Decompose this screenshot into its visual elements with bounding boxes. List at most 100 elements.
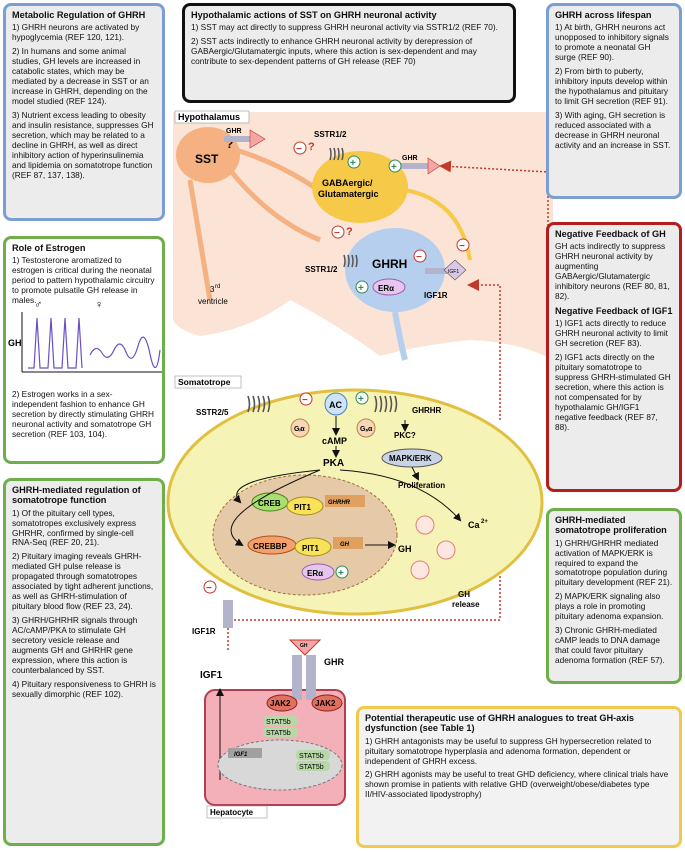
svg-text:+: + [358,283,364,294]
pit1-label-1: PIT1 [294,503,311,512]
therapeutic-p1: 1) GHRH antagonists may be useful to sup… [365,735,652,766]
feedback-title-igf1: Negative Feedback of IGF1 [555,306,673,317]
igf1-liver-label: IGF1 [200,670,223,681]
ghr-sst-label: GHR [226,128,242,135]
ghrh-label: GHRH [372,257,407,271]
igf1-gene-label: IGF1 [234,752,248,758]
svg-text:−: − [334,228,340,239]
svg-text:−: − [296,144,302,155]
igf1r-neuron-label: IGF1R [424,291,448,300]
hypothalamus-region: Hypothalamus SST ? GHR GABAergic/ Glutam… [173,110,553,361]
ac-label: AC [329,400,342,410]
pka-label: PKA [323,458,344,469]
sst-actions-title: Hypothalamic actions of SST on GHRH neur… [191,10,437,20]
ghrhr-label: GHRHR [412,406,442,415]
sst-actions-box: Hypothalamic actions of SST on GHRH neur… [182,3,516,103]
gh-release-label-2: release [452,600,480,609]
sstr25-label: SSTR2/5 [196,408,229,417]
igf1r-soma-label: IGF1R [192,627,216,636]
somatotrope-function-p3: 3) GHRH/GHRHR signals through AC/cAMP/PK… [12,615,138,675]
somatotrope-region: Somatotrope SSTR2/5 AC Gᵢα Gₛα − + GHRHR… [166,375,544,636]
svg-text:−: − [206,583,212,594]
lifespan-p2: 2) From birth to puberty, inhibitory inp… [555,66,669,106]
somatotrope-function-p4: 4) Pituitary responsiveness to GHRH is s… [12,678,156,699]
pit1-label-2: PIT1 [302,544,319,553]
sst-question: ? [226,137,233,151]
feedback-p3: 2) IGF1 acts directly on the pituitary s… [555,352,671,432]
proliferation-p2: 2) MAPK/ERK signaling also plays a role … [555,591,664,622]
therapeutic-title: Potential therapeutic use of GHRH analog… [365,713,635,734]
svg-text:+: + [358,394,364,405]
therapeutic-p2: 2) GHRH agonists may be useful to treat … [365,769,669,800]
svg-text:−: − [302,395,308,406]
gsa-label: Gₛα [360,426,373,433]
ghr-liver-label: GHR [324,657,345,667]
hypothalamus-label: Hypothalamus [178,112,240,122]
feedback-p2: 1) IGF1 acts directly to reduce GHRH neu… [555,318,668,349]
svg-text:+: + [391,162,397,173]
proliferation-title: GHRH-mediated somatotrope proliferation [555,515,667,536]
proliferation-p1: 1) GHRH/GHRHR mediated activation of MAP… [555,537,673,588]
somatotrope-function-p2: 2) Pituitary imaging reveals GHRH-mediat… [12,551,154,612]
gh-vesicle-label: GH [398,544,412,554]
ca-sup: 2+ [481,519,488,525]
metabolic-p1: 1) GHRH neurons are activated by hypogly… [12,22,140,43]
estrogen-box: Role of Estrogen 1) Testosterone aromati… [3,236,165,464]
ghr-gaba-label: GHR [402,155,418,162]
sstr12-gaba-label: SSTR1/2 [314,130,347,139]
gh-liver-label: GH [300,643,308,649]
gaba-label: GABAergic/ [322,178,373,188]
somatotrope-function-title: GHRH-mediated regulation of somatotrope … [12,485,141,506]
svg-text:?: ? [346,226,353,238]
ghrhr-gene-label: GHRHR [328,500,351,506]
stat5b-label-4: STAT5b [299,764,324,771]
feedback-box: Negative Feedback of GH GH acts indirect… [546,222,682,492]
ventricle-num: 3 [210,285,215,294]
sst-label: SST [195,152,219,166]
stat5b-label-2: STAT5b [266,730,291,737]
crebbp-label: CREBBP [253,542,287,551]
stat5b-label-3: STAT5b [299,753,324,760]
gaba-neuron [312,151,408,223]
sst-actions-p2: 2) SST acts indirectly to enhance GHRH n… [191,36,477,67]
somatotrope-label: Somatotrope [178,377,231,387]
gia-label: Gᵢα [294,426,305,433]
metabolic-box: Metabolic Regulation of GHRH 1) GHRH neu… [3,3,165,221]
hepatocyte-label: Hepatocyte [210,808,254,817]
lifespan-p1: 1) At birth, GHRH neurons act unopposed … [555,22,669,63]
svg-text:+: + [338,568,344,579]
lifespan-p3: 3) With aging, GH secretion is reduced a… [555,109,671,150]
era-label-neuron: ERα [378,284,394,293]
pkc-label: PKC? [394,431,416,440]
ca-label: Ca [468,520,480,530]
ventricle-sup: rd [215,284,220,290]
gh-release-label-1: GH [458,590,470,599]
ghrh-neuron [345,228,445,312]
therapeutic-box: Potential therapeutic use of GHRH analog… [356,706,682,848]
svg-text:+: + [350,158,356,169]
sst-neuron [176,127,240,183]
ventricle-label: ventricle [198,297,228,306]
stat5b-label-1: STAT5b [266,719,291,726]
estrogen-p2: 2) Estrogen works in a sex-independent f… [12,389,155,439]
glut-label: Glutamatergic [318,189,379,199]
jak2-label-1: JAK2 [270,699,291,708]
estrogen-p1: 1) Testosterone aromatized to estrogen i… [12,255,155,306]
lifespan-title: GHRH across lifespan [555,10,652,20]
estrogen-title: Role of Estrogen [12,243,86,253]
metabolic-p2: 2) In humans and some animal studies, GH… [12,46,149,106]
svg-text:−: − [416,252,422,263]
svg-text:?: ? [308,141,315,153]
metabolic-p3: 3) Nutrient excess leading to obesity an… [12,109,154,180]
mapk-label: MAPK/ERK [389,454,432,463]
svg-text:−: − [459,241,465,252]
proliferation-p3: 3) Chronic GHRH-mediated cAMP leads to D… [555,625,665,666]
metabolic-title: Metabolic Regulation of GHRH [12,10,146,20]
igf1-neuron-label: IGF1 [448,269,459,275]
camp-label: cAMP [322,436,347,446]
jak2-label-2: JAK2 [315,699,336,708]
sstr12-ghrh-label: SSTR1/2 [305,265,338,274]
hepatocyte-region: IGF1 GH GHR JAK2 JAK2 STAT5b STAT5b IGF1… [200,639,346,819]
somatotrope-function-box: GHRH-mediated regulation of somatotrope … [3,478,165,846]
creb-label: CREB [258,499,281,508]
